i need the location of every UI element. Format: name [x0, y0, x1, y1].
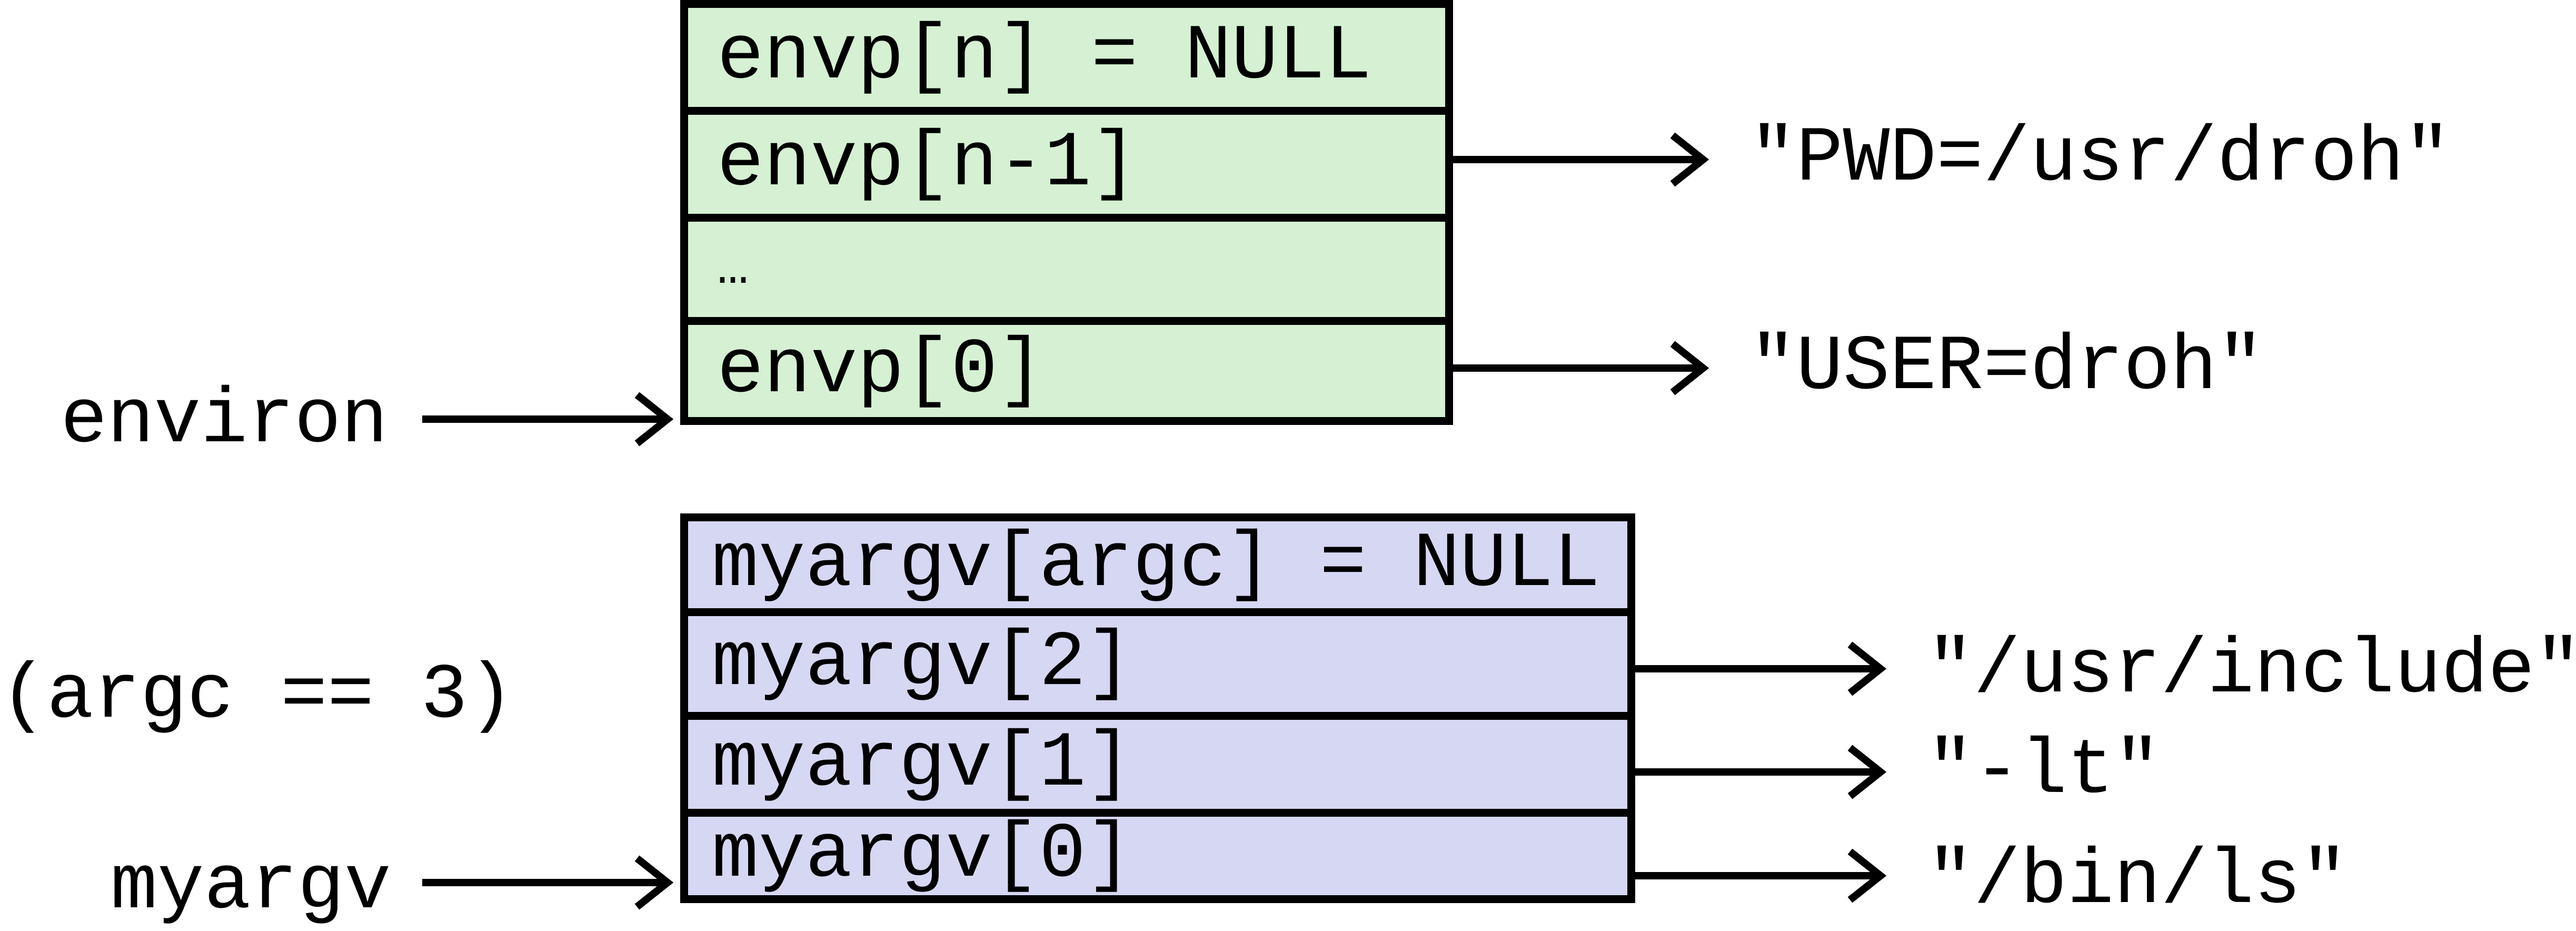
string-usr-include: "/usr/include" — [1927, 627, 2576, 715]
envp-n-1-arrow-head — [1670, 132, 1709, 187]
myargv-1-arrow-head — [1847, 745, 1887, 799]
myargv-label: myargv — [111, 843, 391, 931]
myargv-2-arrow-head — [1847, 641, 1887, 696]
envp-0-arrow-head — [1670, 341, 1709, 395]
environ-label: environ — [61, 377, 388, 465]
envp-cell-ellipsis: … — [688, 222, 1445, 325]
envp-cell-0: envp[0] — [717, 326, 1045, 415]
environ-arrow-head — [634, 392, 674, 447]
myargv-cell-2: myargv[2] — [688, 616, 1627, 720]
envp-cell-null: envp[n] = NULL — [688, 8, 1445, 115]
envp-cell-n-1: envp[n-1] — [688, 115, 1445, 222]
string-lt: "-lt" — [1927, 728, 2161, 816]
myargv-array: myargv[argc] = NULL myargv[2] myargv[1] … — [680, 513, 1635, 903]
myargv-cell-1: myargv[1] — [688, 720, 1627, 817]
argc-note: (argc == 3) — [0, 652, 514, 740]
myargv-arrow-head — [634, 855, 674, 910]
string-pwd: "PWD=/usr/droh" — [1749, 115, 2451, 203]
myargv-0-arrow-head — [1847, 848, 1887, 903]
string-bin-ls: "/bin/ls" — [1927, 838, 2348, 926]
myargv-cell-0: myargv[0] — [712, 811, 1133, 899]
envp-array: envp[n] = NULL envp[n-1] … envp[0] — [680, 0, 1453, 425]
myargv-cell-null: myargv[argc] = NULL — [688, 521, 1627, 616]
string-user: "USER=droh" — [1749, 324, 2264, 412]
